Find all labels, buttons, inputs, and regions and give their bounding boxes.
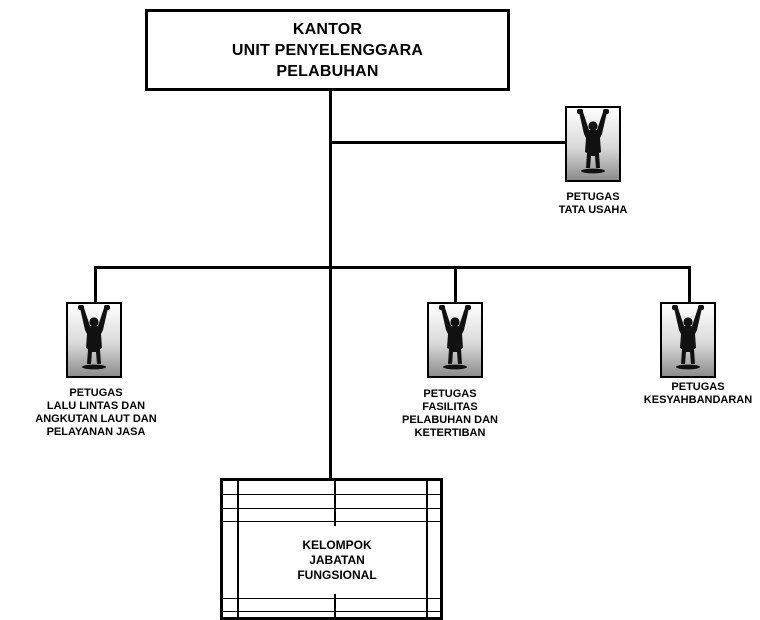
grid-line bbox=[223, 508, 440, 509]
grid-line bbox=[223, 494, 440, 495]
kesyahbandaran-label-line-1: PETUGAS bbox=[671, 381, 725, 393]
lalu-lintas-label-line-3: ANGKUTAN LAUT DAN bbox=[35, 413, 157, 425]
lalu-lintas-label: PETUGAS LALU LINTAS DAN ANGKUTAN LAUT DA… bbox=[26, 387, 166, 439]
root-title-line-3: PELABUHAN bbox=[276, 62, 379, 80]
drop-line-left bbox=[94, 266, 97, 302]
grid-line bbox=[237, 481, 239, 617]
tata-usaha-branch-line bbox=[331, 141, 565, 144]
lalu-lintas-label-line-1: PETUGAS bbox=[69, 387, 123, 399]
grid-line bbox=[426, 481, 428, 617]
lalu-lintas-label-line-4: PELAYANAN JASA bbox=[46, 426, 146, 438]
fasilitas-label-line-2: FASILITAS bbox=[422, 401, 478, 413]
kesyahbandaran-person-icon bbox=[660, 302, 716, 378]
fasilitas-label-line-3: PELABUHAN DAN bbox=[402, 414, 498, 426]
fasilitas-person-icon bbox=[427, 302, 483, 378]
kesyahbandaran-label: PETUGAS KESYAHBANDARAN bbox=[636, 381, 760, 407]
lalu-lintas-label-line-2: LALU LINTAS DAN bbox=[46, 400, 146, 412]
fasilitas-label: PETUGAS FASILITAS PELABUHAN DAN KETERTIB… bbox=[385, 388, 515, 440]
tata-usaha-label-line-1: PETUGAS bbox=[566, 191, 620, 203]
tata-usaha-label: PETUGAS TATA USAHA bbox=[543, 191, 643, 217]
drop-line-right bbox=[688, 266, 691, 302]
root-title-line-1: KANTOR bbox=[292, 20, 363, 38]
staff-bus-line bbox=[94, 266, 691, 269]
kelompok-jabatan-fungsional-box: KELOMPOK JABATAN FUNGSIONAL bbox=[220, 478, 443, 620]
grid-line bbox=[223, 611, 440, 612]
functional-group-line-1: KELOMPOK bbox=[302, 537, 372, 552]
fasilitas-label-line-1: PETUGAS bbox=[423, 388, 477, 400]
kantor-unit-box: KANTOR UNIT PENYELENGGARA PELABUHAN bbox=[145, 9, 510, 91]
fasilitas-label-line-4: KETERTIBAN bbox=[414, 427, 486, 439]
functional-group-title: KELOMPOK JABATAN FUNGSIONAL bbox=[261, 526, 413, 594]
lalu-lintas-person-icon bbox=[66, 302, 122, 378]
tata-usaha-label-line-2: TATA USAHA bbox=[558, 204, 628, 216]
functional-group-line-2: JABATAN bbox=[309, 552, 365, 567]
grid-line bbox=[223, 521, 440, 522]
trunk-line bbox=[329, 89, 332, 481]
grid-line bbox=[223, 598, 440, 599]
kesyahbandaran-label-line-2: KESYAHBANDARAN bbox=[643, 394, 753, 406]
tata-usaha-person-icon bbox=[565, 106, 621, 182]
functional-group-line-3: FUNGSIONAL bbox=[297, 567, 377, 582]
drop-line-middle bbox=[454, 266, 457, 302]
root-title-line-2: UNIT PENYELENGGARA bbox=[231, 41, 424, 59]
